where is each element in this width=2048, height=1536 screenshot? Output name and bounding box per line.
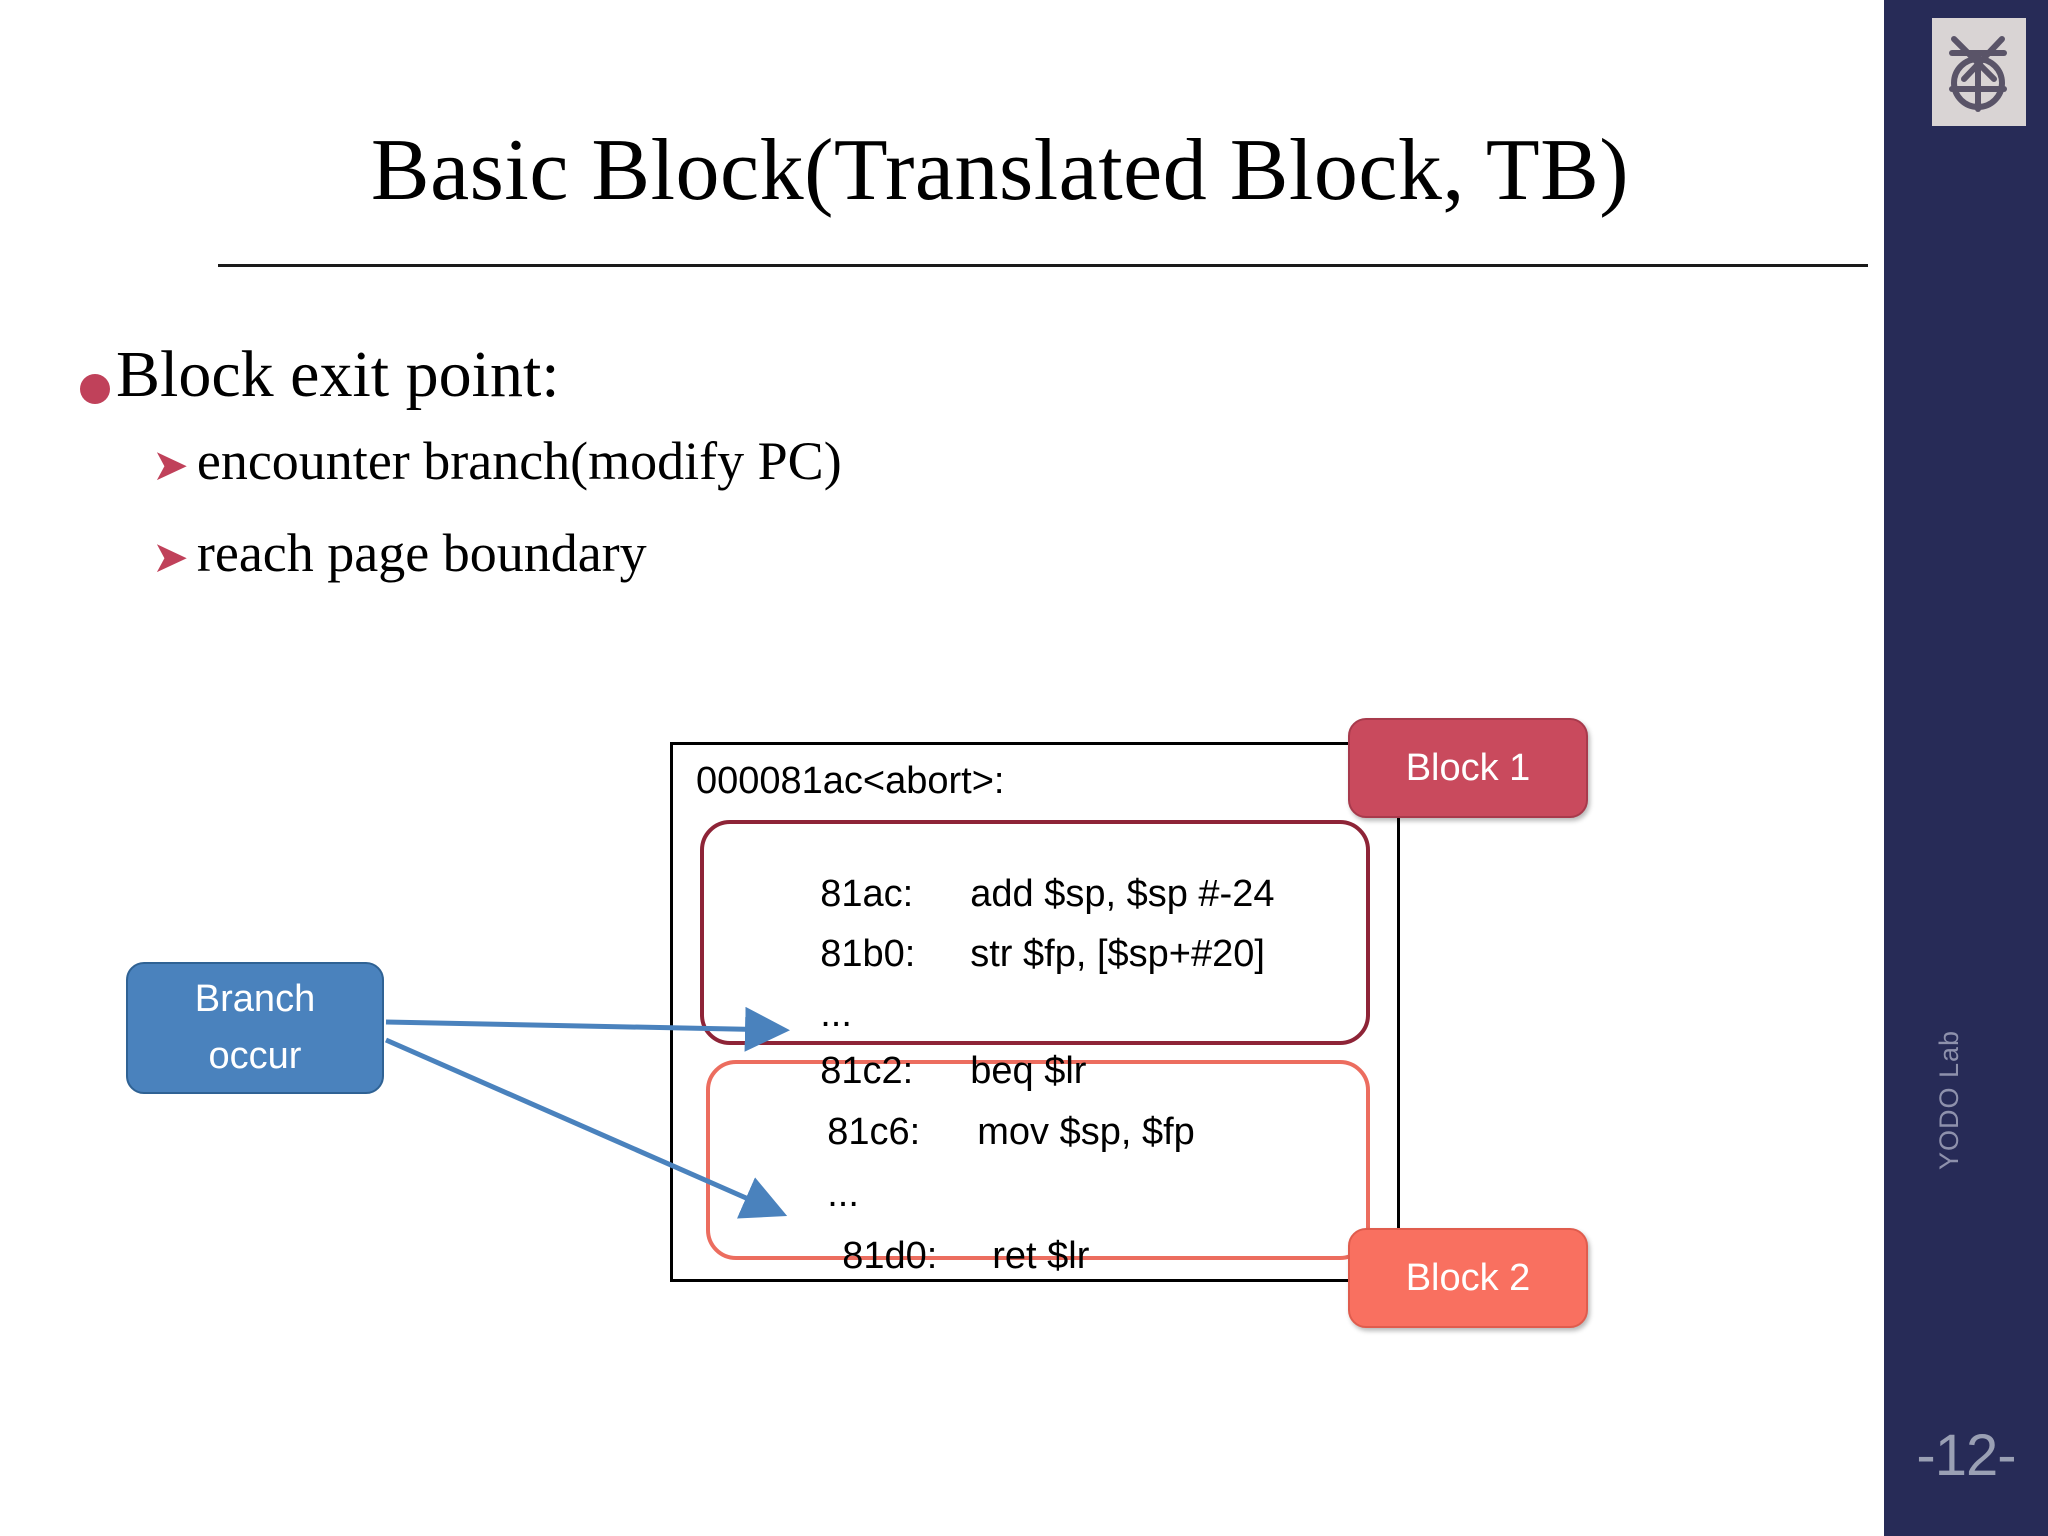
code-address-4: 81c2: [820,1050,914,1092]
code-instruction-5: mov $sp, $fp [977,1111,1195,1153]
arrow-bullet-icon: ➤ [152,533,189,582]
code-address-3: ... [820,993,852,1035]
sub-bullet-label-2: reach page boundary [196,523,647,583]
round-bullet-icon [80,374,110,404]
code-row-2: 81b0: str $fp, [$sp+#20] [778,890,1265,1019]
sub-bullet-item-1: ➤ encounter branch(modify PC) [152,431,842,491]
title-underline-divider [218,264,1868,267]
code-row-6: ... [785,1130,977,1259]
block1-group-outline [700,820,1370,1045]
main-bullet-label: Block exit point: [116,338,560,411]
code-instruction-4: beq $lr [970,1050,1087,1092]
lab-name-label: YODO Lab [1934,1029,1964,1170]
sub-bullet-label-1: encounter branch(modify PC) [196,431,842,491]
code-instruction-7: ret $lr [992,1235,1090,1277]
branch-occur-line-2: occur [208,1035,302,1077]
code-address-2: 81b0: [820,933,916,975]
code-address-7: 81d0: [842,1235,938,1277]
code-instruction-2: str $fp, [$sp+#20] [970,933,1265,975]
code-address-5: 81c6: [827,1111,921,1153]
code-row-5: 81c6: mov $sp, $fp [785,1068,1195,1197]
main-bullet-item: Block exit point: [80,340,560,409]
code-row-3: ... [778,950,970,1079]
page-number-label: -12- [1916,1423,2016,1488]
code-instruction-1: add $sp, $sp #-24 [970,873,1275,915]
sub-bullet-item-2: ➤ reach page boundary [152,523,647,583]
function-symbol-label: 000081ac<abort>: [696,760,1005,802]
code-address-1: 81ac: [820,873,914,915]
right-sidebar: YODO Lab -12- [1884,0,2048,1536]
branch-occur-box[interactable]: Branch occur [126,962,384,1094]
arrow-bullet-icon: ➤ [152,441,189,490]
badge-block-2[interactable]: Block 2 [1348,1228,1588,1328]
code-address-6: ... [827,1173,859,1215]
badge-block-1-label: Block 1 [1405,746,1531,789]
branch-occur-line-1: Branch [194,978,316,1020]
badge-block-1[interactable]: Block 1 [1348,718,1588,818]
code-row-7: 81d0: ret $lr [800,1192,1089,1321]
code-listing-frame [670,742,1400,1282]
code-row-1: 81ac: add $sp, $sp #-24 [778,830,1274,959]
lab-logo-icon [1932,18,2026,126]
code-row-4: 81c2: beq $lr [778,1007,1086,1136]
badge-block-2-label: Block 2 [1405,1256,1531,1299]
page-title: Basic Block(Translated Block, TB) [370,122,1630,219]
